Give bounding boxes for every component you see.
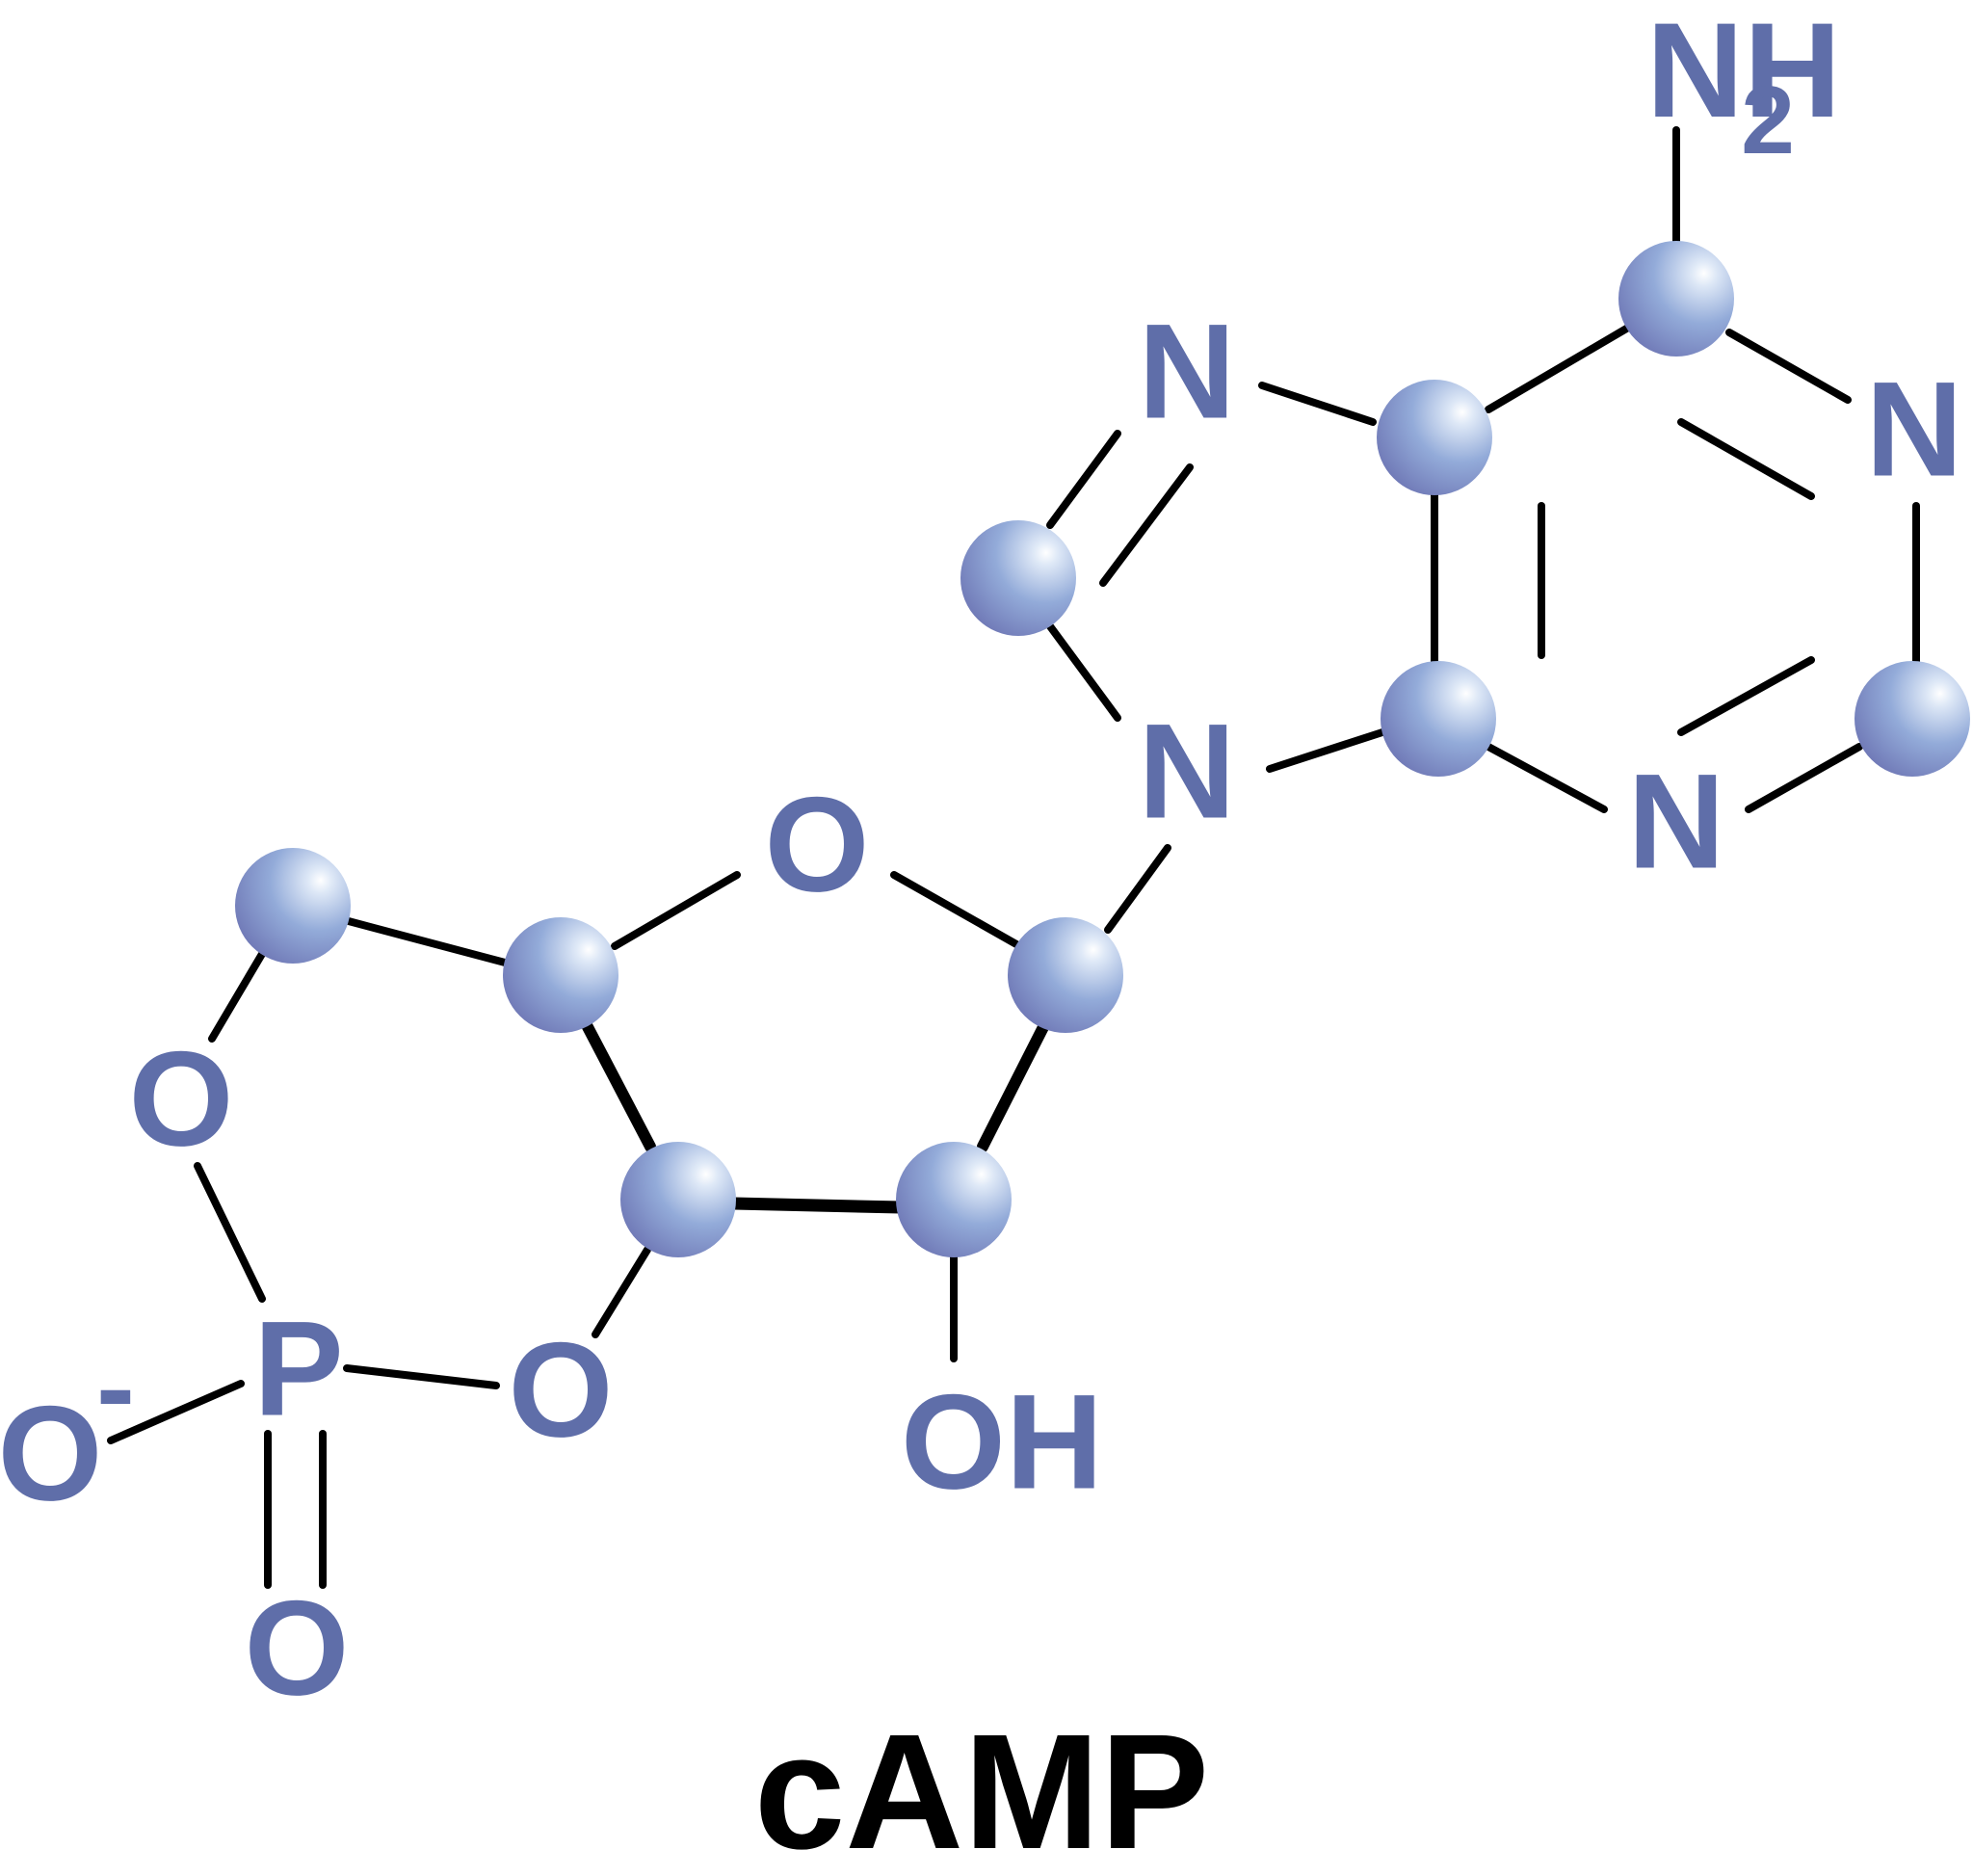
carbon-atom-c5p <box>235 848 351 964</box>
bond-c2-n3 <box>1745 743 1863 813</box>
amine-main-text: NH <box>1646 0 1841 145</box>
bond-n9-c1p <box>1104 844 1171 934</box>
bond-c4p-c5p <box>341 916 513 967</box>
bond-c2p-c3p <box>725 1197 908 1214</box>
carbon-atom-c6 <box>1618 241 1734 357</box>
carbon-atom-c5 <box>1377 380 1492 495</box>
bond-c4-n9 <box>1266 728 1386 773</box>
carbon-atom-c1p <box>1008 917 1123 1033</box>
bond-c5-c6 <box>1485 324 1632 413</box>
atom-label-o4p: O <box>765 769 870 920</box>
amine-subscript: 2 <box>1741 66 1795 174</box>
atom-label-n3: N <box>1627 746 1724 897</box>
bond-c6-n1 <box>1725 329 1852 404</box>
atom-label-o5p: O <box>129 1023 234 1175</box>
amine-label: NH <box>1646 0 1841 145</box>
atom-labels: NH 2 N N N N O O O P O - O OH <box>0 0 1963 1724</box>
bond-c5-n7 <box>1258 382 1377 426</box>
atom-label-o-double: O <box>245 1572 350 1724</box>
bond-p-o3p <box>343 1364 500 1389</box>
carbon-atom-c4p <box>503 917 618 1033</box>
bond-c3p-c4p <box>580 1017 656 1152</box>
bond-p-o-anion <box>107 1380 245 1444</box>
bond-c5p-o5p <box>208 945 269 1043</box>
bond-double-n1-c6 <box>1677 418 1815 500</box>
bond-double-c8-n7 <box>1099 463 1194 587</box>
atom-label-n9: N <box>1138 696 1235 847</box>
bond-c3p-o3p <box>592 1246 651 1338</box>
carbon-atom-c2p <box>896 1142 1012 1257</box>
atom-label-p: P <box>253 1293 343 1444</box>
bond-o4p-c4p <box>611 871 741 950</box>
bond-o4p-c1p <box>890 871 1020 948</box>
bond-double-c2-n3 <box>1677 656 1815 736</box>
molecule-name-caption: cAMP <box>754 1701 1209 1876</box>
atom-label-n7: N <box>1138 296 1235 447</box>
bond-c1p-c2p <box>977 1017 1051 1152</box>
bond-c4-n3 <box>1485 743 1608 813</box>
carbon-atoms <box>235 241 1970 1257</box>
atom-label-n1: N <box>1865 354 1962 505</box>
atom-label-o3p: O <box>509 1314 614 1466</box>
carbon-atom-c4 <box>1381 661 1496 777</box>
bonds <box>107 126 1920 1589</box>
atom-label-hydroxyl: OH <box>901 1366 1103 1518</box>
carbon-atom-c2 <box>1855 661 1970 777</box>
bond-c8-n9 <box>1046 622 1121 722</box>
carbon-atom-c8 <box>960 520 1076 636</box>
anion-charge-label: - <box>96 1323 135 1452</box>
carbon-atom-c3p <box>620 1142 736 1257</box>
bond-o5p-p <box>194 1162 266 1303</box>
bond-c8-n7 <box>1046 430 1121 529</box>
atom-label-o-anion: O <box>0 1378 102 1529</box>
